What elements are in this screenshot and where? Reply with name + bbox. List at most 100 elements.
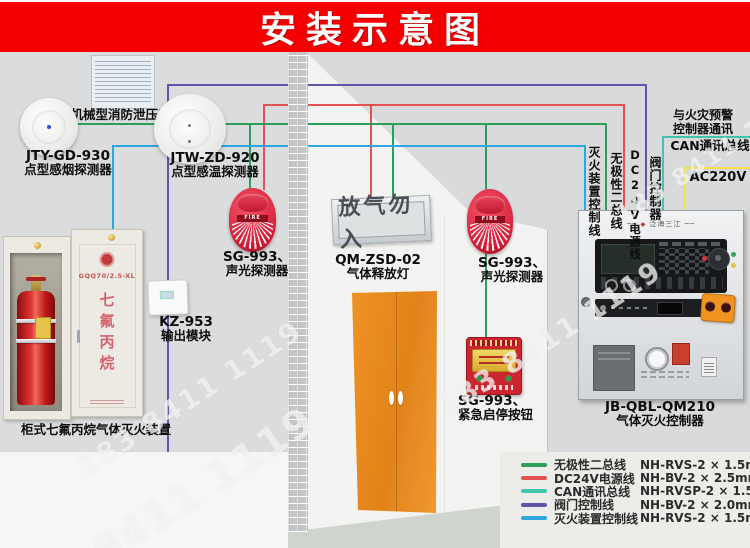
output-module: [147, 279, 189, 316]
smoke-detector: [20, 98, 78, 156]
red-sticker: [672, 343, 690, 365]
extinguisher-cabinet-closed: GQQ70/2.5-XL 七氟丙烷: [71, 229, 143, 417]
legend-swatch-can: [521, 489, 547, 494]
pocket-line2: [598, 358, 630, 360]
controller-key-grid: [659, 248, 709, 274]
controller-label: JB-QBL-QM210 气体灭火控制器: [605, 399, 715, 428]
cabinet-door-text: 七氟丙烷: [97, 292, 116, 376]
legend-spec-valve: NH-BV-2 × 2.0mm²: [640, 497, 750, 512]
heat-detector: [154, 94, 226, 164]
legend: 无极性二总线 NH-RVS-2 × 1.5mm² DC24V电源线 NH-BV-…: [505, 457, 750, 526]
brick-column: [288, 52, 308, 532]
legend-swatch-bus: [521, 462, 547, 467]
document-pocket: [593, 345, 635, 391]
label-extinguisher-control-line: 灭火装置控制线: [587, 146, 601, 237]
legend-spec-can: NH-RVSP-2 × 1.5mm²: [640, 484, 750, 499]
legend-spec-power: NH-BV-2 × 2.5mm²: [640, 471, 750, 486]
gas-release-sign: 放气勿入: [331, 193, 432, 253]
strip-display: [657, 302, 683, 315]
strobe-right-grille: [469, 223, 511, 251]
legend-label-power: DC24V电源线: [554, 471, 635, 486]
cabinet-handle: [77, 330, 80, 343]
button-led-left: [477, 376, 482, 381]
controller-brand: ── ◆ 泛海三江 ──: [579, 219, 743, 229]
label-fire-alarm-comm: 与火灾预警 控制器通讯: [672, 108, 733, 136]
controller-indicator-row: [601, 277, 723, 289]
wire-ac-horizontal: [684, 167, 750, 169]
wall-corner-edge: [547, 230, 548, 506]
sticker-caption-2: [641, 376, 689, 378]
wire-bus-drop-strobe-left: [249, 123, 251, 189]
output-module-window: [159, 290, 175, 300]
covered-button-right: [720, 302, 732, 313]
emergency-cover-unit: [700, 292, 736, 324]
strobe-right-lens: [475, 195, 505, 214]
wire-can-horizontal: [663, 136, 750, 138]
strobe-right: FIRE: [467, 189, 513, 254]
pressure-relief-vent: [92, 56, 154, 108]
emergency-stop-button: [466, 337, 522, 395]
wire-valve-horizontal: [168, 84, 647, 86]
stop-button-label: SG-993、 紧急启停按钮: [458, 393, 534, 422]
legend-row: 无极性二总线 NH-RVS-2 × 1.5mm²: [505, 457, 750, 473]
controller-main-panel: [595, 239, 736, 293]
left-margin: [0, 452, 288, 548]
cabinet-model-text: GQQ70/2.5-XL: [78, 272, 136, 280]
wire-bus-drop-controller: [605, 123, 607, 213]
strobe-left-lens: [237, 194, 268, 213]
legend-swatch-power: [521, 476, 547, 481]
covered-button-left: [704, 301, 716, 312]
legend-row: DC24V电源线 NH-BV-2 × 2.5mm²: [505, 471, 750, 486]
door: [352, 291, 437, 513]
legend-label-valve: 阀门控制线: [554, 498, 615, 513]
barcode-sticker: [701, 357, 717, 377]
sticker-caption-1: [641, 371, 689, 373]
cabinet-open-knob: [34, 242, 41, 249]
door-split-line: [395, 291, 397, 513]
dpad-center: [715, 255, 721, 261]
legend-row: 灭火装置控制线 NH-RVS-2 × 1.5mm² × 2: [505, 511, 750, 526]
controller-top-buttons: [659, 242, 721, 246]
strobe-left: FIRE: [229, 188, 276, 252]
strobe-right-label: SG-993、 声光探测器: [477, 255, 547, 284]
legend-spec-ext: NH-RVS-2 × 1.5mm² × 2: [640, 511, 750, 526]
wire-power-horizontal: [264, 104, 625, 106]
wire-bus-drop-sign: [392, 123, 394, 200]
strobe-left-grille: [231, 221, 274, 249]
wire-power-drop-sign: [370, 104, 372, 202]
cylinder-label-tag: [35, 317, 51, 339]
strobe-right-fire-badge: FIRE: [475, 216, 505, 224]
heat-detector-label: JTW-ZD-920 点型感温探测器: [170, 150, 260, 179]
controller-keyswitch-2: [623, 279, 636, 292]
legend-row: CAN通讯总线 NH-RVSP-2 × 1.5mm²: [505, 484, 750, 499]
button-plate-line2: [479, 362, 509, 364]
wire-ac-drop-controller: [683, 167, 685, 213]
wire-power-drop-strobe-left: [263, 104, 265, 190]
legend-swatch-valve: [521, 502, 547, 507]
legend-label-bus: 无极性二总线: [554, 458, 627, 473]
brand-diamond-icon: ◆: [640, 221, 647, 228]
controller-sub-strip: [595, 299, 707, 317]
cylinder-band-2: [16, 339, 56, 343]
legend-spec-bus: NH-RVS-2 × 1.5mm²: [640, 457, 750, 472]
brand-rule-right: ──: [684, 220, 696, 228]
label-power-line: DC24V电源线: [628, 148, 642, 261]
wire-extinguisher-drop-controller: [584, 145, 586, 213]
brand-rule-left: ──: [626, 220, 638, 228]
wire-power-drop-controller: [623, 104, 625, 213]
strobe-left-fire-badge: FIRE: [237, 214, 268, 222]
scene: 机械型消防泄压口 JTY-GD-930 点型感烟探测器 JTW-ZD-920 点…: [0, 52, 750, 548]
button-led-right: [506, 376, 511, 381]
cabinet-brand-logo: [99, 252, 115, 267]
cabinet-company-line: [90, 399, 124, 404]
vent-label: 机械型消防泄压口: [70, 107, 171, 122]
dpad-yellow-button: [731, 263, 736, 268]
controller-lcd: [601, 244, 655, 274]
title-banner: 安装示意图: [0, 2, 750, 52]
page-title: 安装示意图: [259, 10, 490, 51]
label-can-bus: CAN通讯总线: [670, 138, 750, 153]
gas-controller: ── ◆ 泛海三江 ──: [578, 210, 744, 400]
cabinet-closed-panel: [79, 244, 136, 408]
label-ac220v: AC220V: [689, 170, 747, 185]
